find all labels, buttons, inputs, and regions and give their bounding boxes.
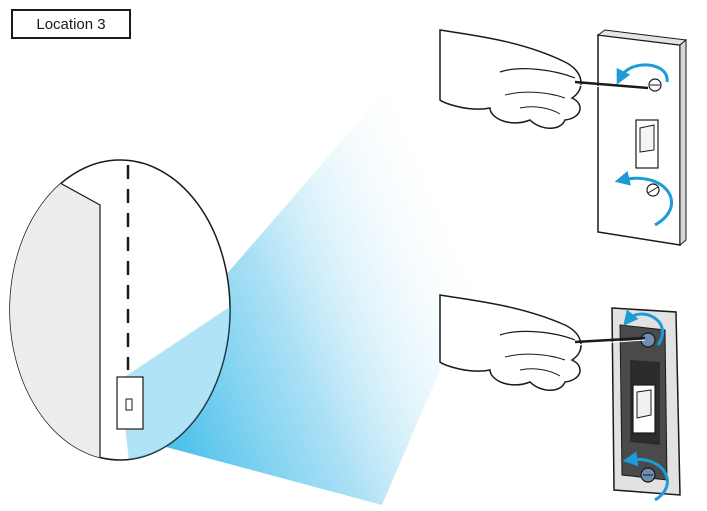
wall-corner	[0, 150, 100, 470]
light-switch-icon	[612, 308, 680, 495]
wall-switch-small	[117, 377, 143, 429]
switch-cover-plate	[598, 30, 686, 245]
